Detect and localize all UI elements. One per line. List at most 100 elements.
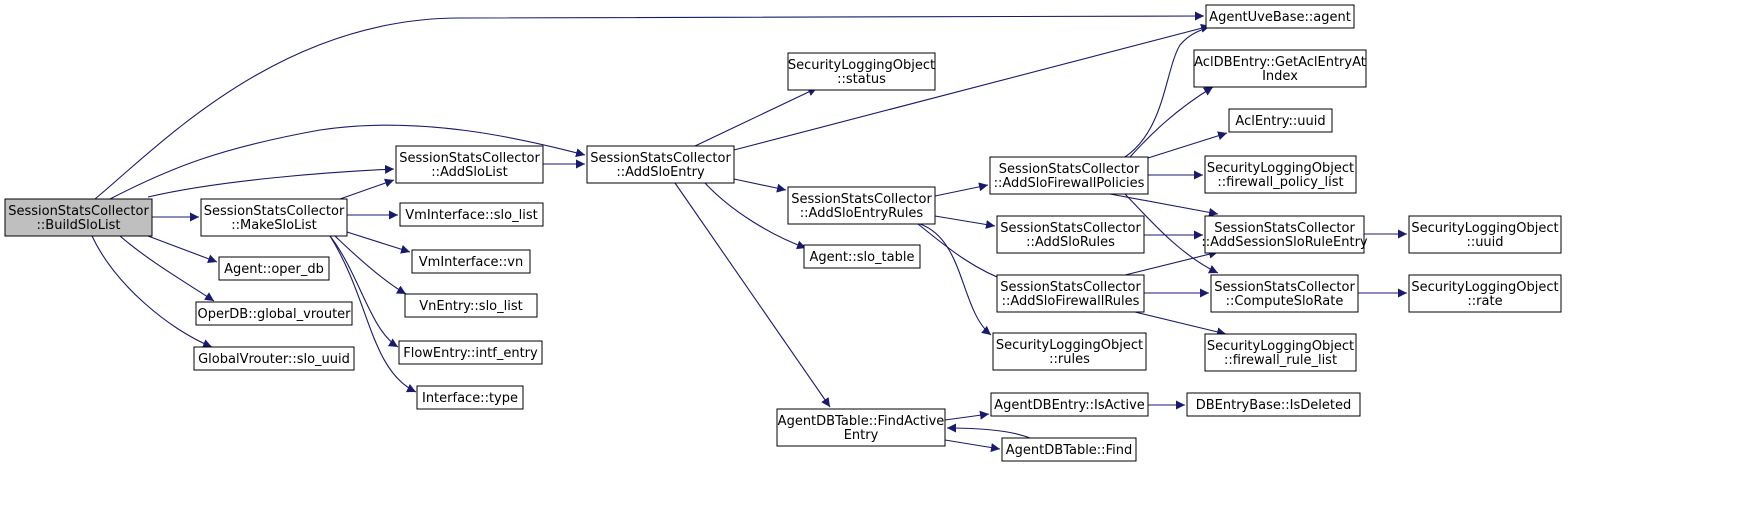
node-label: SecurityLoggingObject: [996, 338, 1143, 353]
node-label: ::AddSessionSloRuleEntry: [1201, 235, 1368, 250]
node-box: [803, 244, 921, 269]
node-vmslolist[interactable]: VmInterface::slo_list: [399, 202, 544, 227]
node-vnslolist[interactable]: VnEntry::slo_list: [404, 293, 538, 318]
node-label: AclEntry::uuid: [1235, 114, 1325, 129]
edge-addsloentry-to-agentuve: [733, 23, 1211, 151]
node-label: AgentDBEntry::IsActive: [994, 398, 1145, 413]
node-dbfind[interactable]: AgentDBTable::Find: [1001, 437, 1137, 462]
edge-dbfind-to-findactive: [946, 423, 1031, 439]
node-isdeleted[interactable]: DBEntryBase::IsDeleted: [1186, 392, 1361, 417]
node-globalvrouter[interactable]: OperDB::global_vrouter: [195, 301, 353, 326]
node-box: [1204, 333, 1357, 372]
node-label: SessionStatsCollector: [204, 204, 345, 219]
edge-makeslolist-to-iftype: [329, 235, 417, 393]
node-addsloentry[interactable]: SessionStatsCollector::AddSloEntry: [586, 145, 735, 184]
node-label: VnEntry::slo_list: [419, 299, 522, 314]
node-label: ::AddSloList: [431, 165, 507, 180]
edge-findactive-to-dbfind: [944, 439, 1001, 452]
node-label: ::rules: [1049, 352, 1090, 367]
node-label: Entry: [844, 428, 879, 443]
node-slorate[interactable]: SecurityLoggingObject::rate: [1408, 274, 1562, 313]
node-label: DBEntryBase::IsDeleted: [1196, 398, 1352, 413]
node-label: Interface::type: [422, 391, 518, 406]
node-box: [996, 274, 1145, 313]
node-agentuve[interactable]: AgentUveBase::agent: [1205, 4, 1355, 29]
node-label: ::status: [837, 72, 886, 87]
node-label: OperDB::global_vrouter: [197, 307, 351, 322]
node-addsessionslo[interactable]: SessionStatsCollector::AddSessionSloRule…: [1201, 215, 1368, 254]
node-label: SecurityLoggingObject: [1411, 221, 1558, 236]
node-label: AclDBEntry::GetAclEntryAt: [1194, 55, 1366, 70]
edge-addsloentryrules-to-addslofwpol: [934, 182, 989, 197]
node-label: ::firewall_rule_list: [1224, 353, 1337, 368]
edge-makeslolist-to-addslolist: [339, 178, 395, 200]
node-label: ::BuildSloList: [37, 218, 121, 233]
node-label: AgentDBTable::Find: [1006, 443, 1132, 458]
node-box: [1408, 215, 1562, 254]
edge-addslofwpol-to-acluuid: [1147, 131, 1228, 159]
node-box: [1186, 392, 1361, 417]
node-slouuid2[interactable]: SecurityLoggingObject::uuid: [1408, 215, 1562, 254]
node-label: ::ComputeSloRate: [1226, 294, 1344, 309]
node-slotable[interactable]: Agent::slo_table: [803, 244, 921, 269]
edge-addslofwpol-to-getaclentry: [1129, 86, 1214, 158]
node-label: VmInterface::vn: [419, 255, 523, 270]
node-label: SessionStatsCollector: [1000, 221, 1141, 236]
node-label: AgentUveBase::agent: [1209, 10, 1351, 25]
node-slorules[interactable]: SecurityLoggingObject::rules: [992, 332, 1147, 371]
node-label: VmInterface::slo_list: [405, 208, 537, 223]
node-acluuid[interactable]: AclEntry::uuid: [1228, 108, 1333, 133]
node-intfentry[interactable]: FlowEntry::intf_entry: [398, 340, 543, 365]
node-fwpollist[interactable]: SecurityLoggingObject::firewall_policy_l…: [1204, 155, 1357, 194]
node-box: [398, 340, 543, 365]
edge-addsloentryrules-to-addslorules: [934, 215, 996, 229]
node-box: [395, 145, 544, 184]
node-iftype[interactable]: Interface::type: [416, 385, 524, 410]
node-makeslolist[interactable]: SessionStatsCollector::MakeSloList: [200, 198, 348, 237]
node-box: [411, 249, 531, 274]
node-label: ::uuid: [1466, 235, 1503, 250]
node-label: SessionStatsCollector: [1214, 221, 1355, 236]
edge-root-to-globalvrouter: [119, 235, 215, 302]
node-root[interactable]: SessionStatsCollector::BuildSloList: [4, 198, 153, 237]
node-label: SessionStatsCollector: [590, 151, 731, 166]
edge-addslofwpol-to-agentuve: [1124, 20, 1225, 158]
edge-layer: [91, 11, 1407, 452]
node-box: [1205, 4, 1355, 29]
node-vmvn[interactable]: VmInterface::vn: [411, 249, 531, 274]
node-label: SessionStatsCollector: [1000, 280, 1141, 295]
node-label: SecurityLoggingObject: [788, 58, 935, 73]
edge-root-to-addsloentry: [109, 124, 586, 200]
node-slouuid[interactable]: GlobalVrouter::slo_uuid: [193, 346, 355, 371]
node-box: [1210, 274, 1359, 313]
node-box: [399, 202, 544, 227]
node-box: [1204, 155, 1357, 194]
node-label: ::firewall_policy_list: [1217, 175, 1343, 190]
node-addslorules[interactable]: SessionStatsCollector::AddSloRules: [996, 215, 1145, 254]
node-fwrulelist[interactable]: SecurityLoggingObject::firewall_rule_lis…: [1204, 333, 1357, 372]
node-box: [776, 408, 946, 447]
node-operdb[interactable]: Agent::oper_db: [218, 256, 330, 281]
node-label: SessionStatsCollector: [399, 151, 540, 166]
node-label: SecurityLoggingObject: [1207, 339, 1354, 354]
node-box: [990, 392, 1149, 417]
node-label: ::rate: [1467, 294, 1502, 309]
node-isactive[interactable]: AgentDBEntry::IsActive: [990, 392, 1149, 417]
node-addslolist[interactable]: SessionStatsCollector::AddSloList: [395, 145, 544, 184]
node-addslofwpol[interactable]: SessionStatsCollector::AddSloFirewallPol…: [989, 156, 1149, 195]
node-label: AgentDBTable::FindActive: [778, 414, 945, 429]
node-slostatus[interactable]: SecurityLoggingObject::status: [787, 52, 936, 91]
node-computeslo[interactable]: SessionStatsCollector::ComputeSloRate: [1210, 274, 1359, 313]
edge-addsloentry-to-slostatus: [694, 87, 818, 147]
node-label: ::AddSloEntryRules: [800, 206, 924, 221]
node-addslofwrules[interactable]: SessionStatsCollector::AddSloFirewallRul…: [996, 274, 1145, 313]
edge-makeslolist-to-intfentry: [329, 235, 399, 348]
node-box: [996, 215, 1145, 254]
edge-makeslolist-to-vnslolist: [334, 235, 407, 295]
node-box: [992, 332, 1147, 371]
node-label: ::MakeSloList: [231, 218, 317, 233]
node-addsloentryrules[interactable]: SessionStatsCollector::AddSloEntryRules: [787, 186, 936, 225]
